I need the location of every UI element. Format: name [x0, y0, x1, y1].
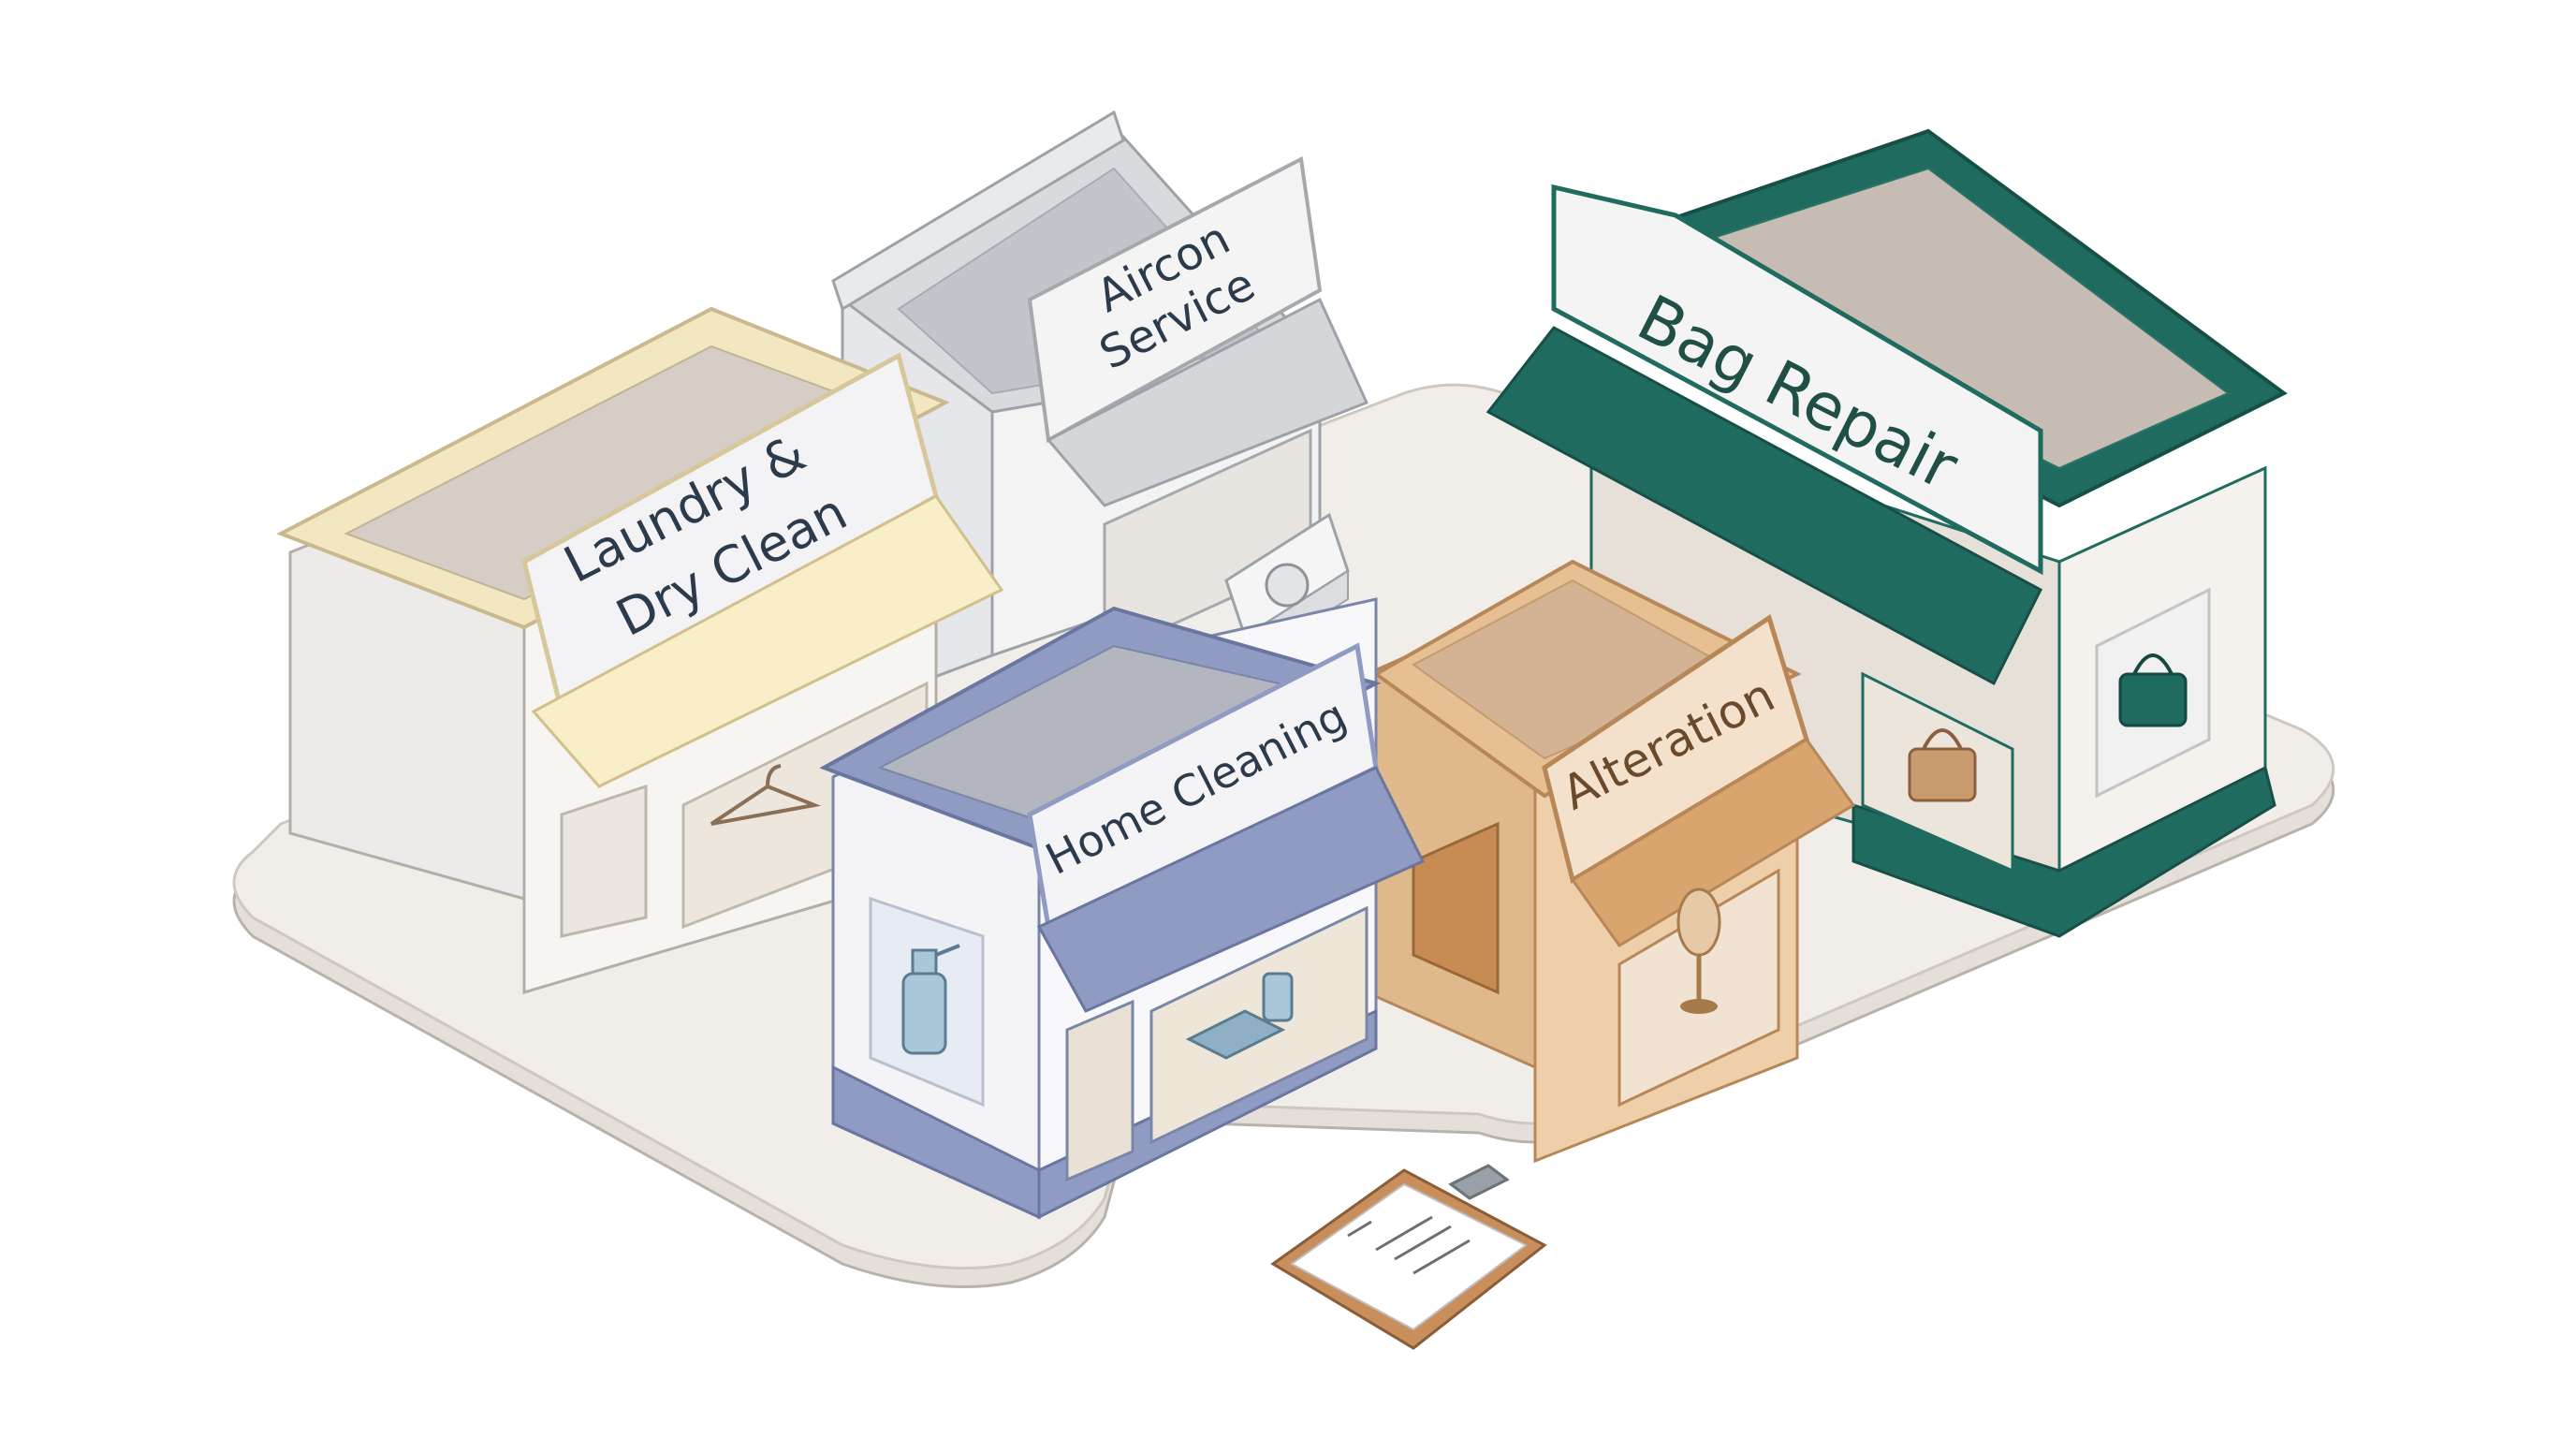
dress-form-icon: [1676, 888, 1721, 1014]
hanger-icon: [710, 764, 822, 826]
spray-bottle-icon: [901, 944, 960, 1055]
handbag-icon: [1908, 728, 1977, 802]
shop-bag-repair[interactable]: Bag Repair: [1486, 128, 2288, 938]
green-handbag-icon: [2118, 653, 2188, 727]
shop-laundry-dry-clean[interactable]: Laundry & Dry Clean: [276, 306, 1004, 995]
shop-alteration[interactable]: Alteration: [1365, 559, 1856, 1164]
bag-poster: [2095, 587, 2211, 799]
clipboard-checklist-icon[interactable]: [1270, 1164, 1547, 1350]
shop-home-cleaning[interactable]: Home Cleaning: [819, 597, 1426, 1220]
cleaning-supplies-display: [1185, 972, 1294, 1060]
cleaning-poster: [869, 896, 985, 1108]
